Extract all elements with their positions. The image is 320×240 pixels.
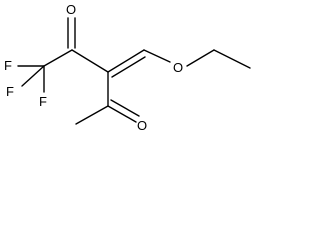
bond-c2-c3 [71, 49, 109, 73]
atom-label-f1: F [4, 58, 12, 73]
bond-c7-c8 [75, 105, 109, 125]
bond-o2-c5 [186, 49, 215, 67]
bond-cf3-f2 [21, 65, 45, 87]
atom-label-f2: F [6, 84, 14, 99]
structure-canvas: O O O F F F [0, 0, 254, 138]
atom-labels: O O O F F F [4, 2, 183, 133]
bond-cf3-to-c2 [43, 49, 73, 67]
atom-label-o1: O [66, 2, 76, 17]
bond-c3-c4-a [107, 49, 145, 73]
bonds [17, 17, 251, 125]
bond-c5-c6 [213, 49, 251, 69]
atom-label-o2: O [173, 60, 183, 75]
atom-label-o3: O [137, 118, 147, 133]
atom-label-f3: F [39, 94, 47, 109]
bond-c4-o2 [143, 49, 171, 63]
molecule-structure: O O O F F F [4, 2, 251, 133]
bond-c7-o3-a [107, 105, 137, 123]
bond-c3-c4-b [111, 56, 146, 78]
bond-c7-o3-b [110, 99, 140, 117]
